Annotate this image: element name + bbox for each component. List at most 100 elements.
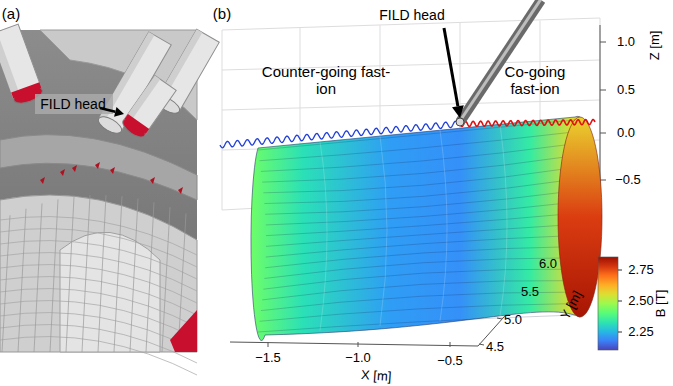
surface-endcap (558, 117, 602, 317)
tick-label: 0.5 (617, 83, 635, 98)
probe-highlight (462, 0, 543, 118)
arrow-shaft (444, 28, 458, 106)
tile-column (114, 196, 122, 352)
port-end (96, 113, 124, 136)
heat-spot (150, 177, 155, 184)
port-tip (124, 114, 149, 134)
field-line (258, 315, 575, 332)
tile-column (66, 197, 74, 352)
flux-surface (251, 116, 600, 340)
heat-spot (178, 187, 183, 194)
axis-title: X [m] (360, 367, 391, 384)
tick-label: 0.0 (617, 126, 635, 141)
tick-mark (600, 42, 606, 43)
field-line (262, 154, 584, 182)
tick-mark (600, 133, 606, 134)
surface-band (380, 136, 387, 326)
tile-column (162, 207, 170, 352)
field-line (261, 143, 582, 171)
colorbar-tick: 2.50 (628, 294, 653, 309)
colorbar-tick: 2.75 (628, 263, 653, 278)
tile-column (2, 215, 10, 352)
field-line (262, 280, 584, 299)
port-cylinder (120, 75, 176, 140)
colorbar-tick: 2.25 (628, 325, 653, 340)
field-line (259, 131, 578, 160)
tile-column (146, 202, 154, 352)
orbit-label: Counter-going fast-ion (259, 63, 394, 98)
field-line (263, 166, 587, 193)
surface-bands (320, 124, 507, 331)
tick-label: 1.0 (617, 35, 635, 50)
fild-head-marker (456, 118, 464, 126)
surface-band (500, 124, 507, 316)
callout-label: FILD head (379, 7, 444, 23)
port-body (0, 24, 42, 100)
orbit-label: Co-going fast-ion (490, 63, 580, 98)
tick-mark (268, 342, 269, 347)
vessel-ledge (0, 135, 197, 200)
arrow-head (114, 107, 124, 117)
tile-row (0, 289, 197, 327)
tile-row (0, 301, 197, 339)
x-axis (230, 342, 478, 346)
heat-spot (40, 177, 45, 184)
label-patch (35, 94, 113, 114)
heat-spot (170, 310, 197, 352)
tick-label: 5.5 (521, 285, 539, 300)
counter-going-orbit (220, 121, 458, 148)
tick-mark (450, 342, 451, 347)
tile-column (82, 195, 90, 352)
tile-row (0, 277, 197, 315)
field-line (264, 177, 589, 203)
tick-label: −1.0 (345, 351, 371, 366)
panel-b-plot (220, 0, 622, 350)
tick-label: −1.5 (255, 351, 281, 366)
tick-mark (479, 344, 484, 345)
field-line (265, 189, 591, 214)
panel-letter: (b) (213, 5, 231, 22)
tick-label: 5.0 (504, 313, 522, 328)
panel-letter: (a) (2, 5, 20, 22)
tile-column (18, 209, 26, 352)
field-line (259, 304, 578, 322)
tile-row (0, 241, 197, 279)
panel-a-render (0, 24, 219, 375)
field-line (266, 223, 593, 246)
surface-band (320, 142, 327, 331)
co-going-orbit (460, 120, 595, 127)
tick-label: −0.5 (615, 173, 641, 188)
field-line (266, 200, 593, 225)
grid-line (222, 100, 600, 110)
axis-title: Z [m] (649, 30, 664, 60)
heat-spot (110, 167, 115, 174)
heat-spot (72, 165, 77, 172)
tile-column (50, 199, 58, 352)
heat-spot (95, 162, 100, 169)
port-shade (0, 32, 21, 100)
field-line (266, 212, 593, 236)
axes (230, 25, 606, 347)
tile-column (130, 199, 138, 352)
colorbar-title: B [T] (655, 289, 670, 316)
tick-label: 4.5 (486, 340, 504, 355)
tick-mark (618, 332, 622, 333)
tick-mark (600, 90, 606, 91)
tick-mark (358, 342, 359, 347)
arrow-head (452, 105, 464, 118)
callout-label: FILD head (40, 96, 105, 112)
tick-label: 6.0 (539, 257, 557, 272)
torus-wall (0, 195, 197, 352)
surface-band (440, 130, 447, 321)
tick-mark (618, 301, 622, 302)
field-lines (258, 120, 593, 332)
z-axis (600, 25, 601, 190)
tick-mark (618, 270, 622, 271)
field-line (266, 235, 593, 257)
tile-column (98, 195, 106, 352)
wall-tiles (0, 195, 197, 375)
heat-spot (60, 169, 65, 176)
tick-label: −0.5 (437, 354, 463, 369)
